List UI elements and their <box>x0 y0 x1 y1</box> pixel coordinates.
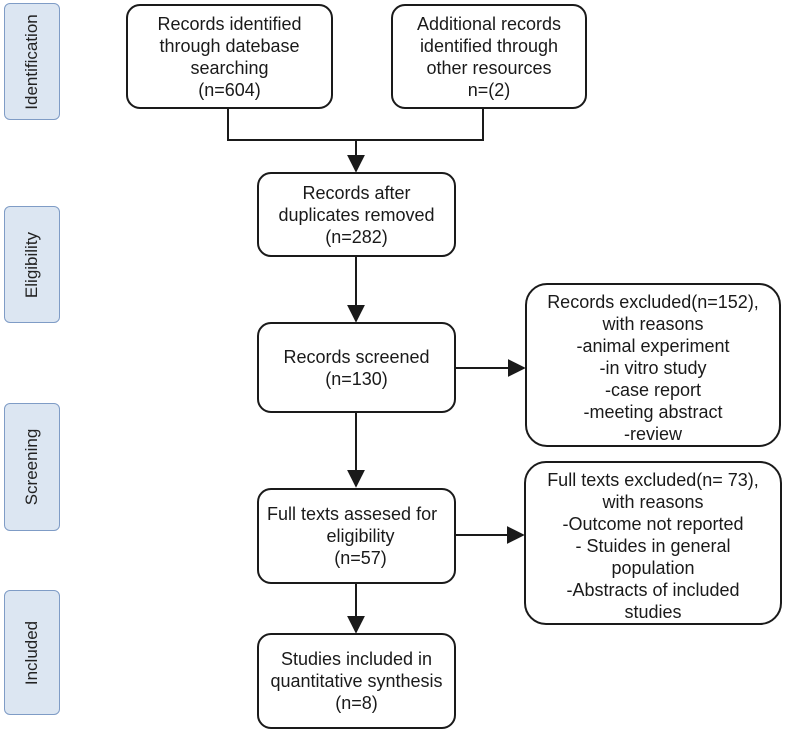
full-texts-excluded-reason: population <box>611 558 695 578</box>
records-excluded-title: Records excluded(n=152), <box>547 292 759 312</box>
studies-included-count: (n=8) <box>335 693 378 713</box>
phase-eligibility-label: Eligibility <box>22 231 41 298</box>
other-resources-line: identified through <box>419 35 559 56</box>
full-texts-line: Full texts assesed for <box>267 504 438 524</box>
records-excluded-box: Records excluded(n=152), with reasons -a… <box>525 283 781 447</box>
phase-screening: Screening <box>4 403 60 531</box>
db-search-box: Records identified through datebase sear… <box>126 4 333 109</box>
studies-included-box: Studies included in quantitative synthes… <box>257 633 456 729</box>
merge-line <box>227 108 484 141</box>
full-texts-excluded-reason: - Stuides in general <box>575 536 731 556</box>
after-duplicates-count: (n=282) <box>325 226 388 247</box>
after-duplicates-line: Records after <box>302 182 411 203</box>
screened-box: Records screened (n=130) <box>257 322 456 413</box>
phase-included-label: Included <box>22 620 41 685</box>
screened-count: (n=130) <box>325 368 388 389</box>
full-texts-count: (n=57) <box>334 548 387 568</box>
records-excluded-reason: -case report <box>604 380 702 400</box>
after-duplicates-line: duplicates removed <box>278 204 435 225</box>
after-duplicates-box: Records after duplicates removed (n=282) <box>257 172 456 257</box>
screened-line: Records screened <box>283 346 430 367</box>
other-resources-count: n=(2) <box>467 79 511 100</box>
full-texts-excluded-line: with reasons <box>602 492 704 512</box>
full-texts-excluded-reason: -Abstracts of included <box>566 580 740 600</box>
db-search-line: Records identified <box>157 13 302 34</box>
records-excluded-reason: -animal experiment <box>576 336 730 356</box>
phase-identification: Identification <box>4 3 60 120</box>
db-search-count: (n=604) <box>198 79 261 100</box>
full-texts-excluded-title: Full texts excluded(n= 73), <box>547 470 759 490</box>
records-excluded-line: with reasons <box>602 314 704 334</box>
full-texts-excluded-reason: -Outcome not reported <box>562 514 744 534</box>
phase-eligibility: Eligibility <box>4 206 60 323</box>
db-search-line: searching <box>190 57 269 78</box>
phase-identification-label: Identification <box>22 13 41 110</box>
studies-included-line: Studies included in <box>280 649 433 669</box>
full-texts-excluded-reason: studies <box>624 602 682 622</box>
records-excluded-reason: -in vitro study <box>599 358 707 378</box>
other-resources-box: Additional records identified through ot… <box>391 4 587 109</box>
studies-included-line: quantitative synthesis <box>270 671 443 691</box>
records-excluded-reason: -review <box>623 424 682 444</box>
phase-screening-label: Screening <box>22 428 41 506</box>
full-texts-line: eligibility <box>326 526 395 546</box>
other-resources-line: other resources <box>426 57 552 78</box>
other-resources-line: Additional records <box>416 13 562 34</box>
full-texts-excluded-box: Full texts excluded(n= 73), with reasons… <box>524 461 782 625</box>
records-excluded-reason: -meeting abstract <box>583 402 723 422</box>
phase-included: Included <box>4 590 60 715</box>
full-texts-box: Full texts assesed for eligibility (n=57… <box>257 488 456 584</box>
db-search-line: through datebase <box>159 35 300 56</box>
